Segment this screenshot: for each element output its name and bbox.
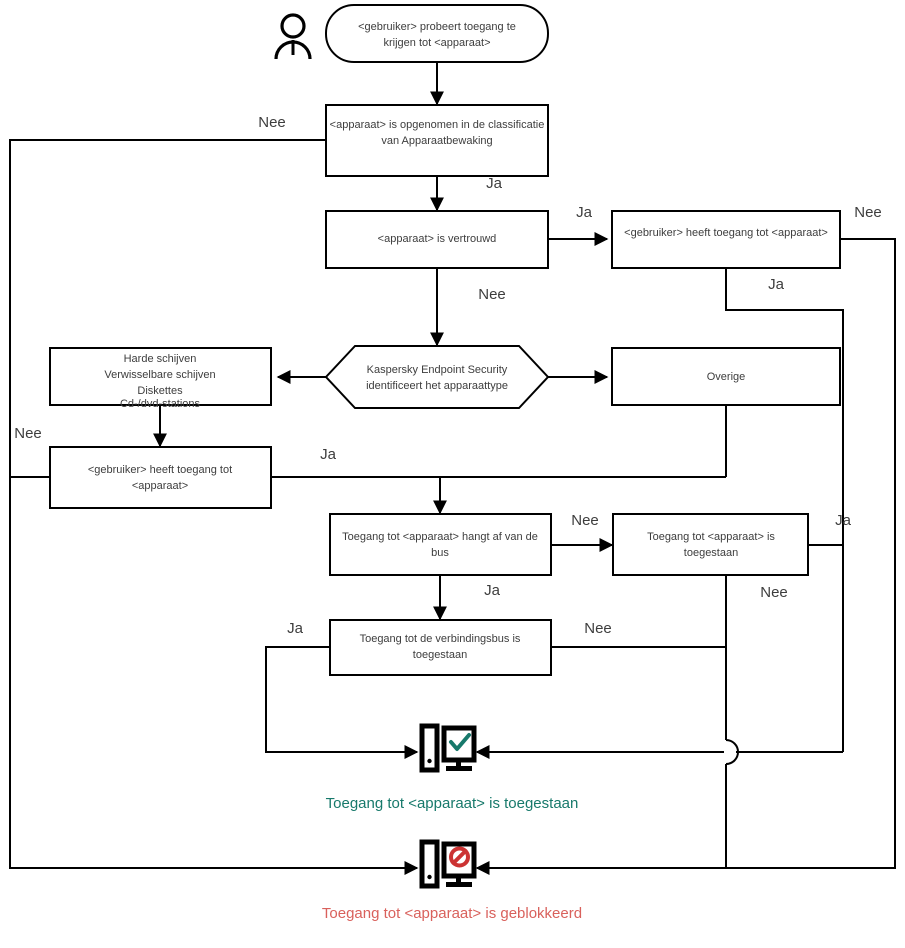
node-user-access-device-2: <gebruiker> heeft toegang tot <apparaat> — [49, 446, 272, 509]
node-depends-on-bus: Toegang tot <apparaat> hangt af van de b… — [329, 513, 552, 576]
node-depends-on-bus-line2: bus — [431, 547, 449, 559]
monitor-blocked-icon — [419, 839, 477, 889]
node-other-line1: Overige — [707, 371, 746, 383]
node-disk-types: Harde schijven Verwisselbare schijven Di… — [49, 347, 272, 410]
node-depends-on-bus-line1: Toegang tot <apparaat> hangt af van de — [342, 531, 538, 543]
label-access-allowed-no: Nee — [760, 584, 788, 601]
edge-user-access-yes — [725, 268, 844, 752]
node-classification-line2: van Apparaatbewaking — [381, 135, 492, 147]
node-access-allowed-line2: toegestaan — [684, 547, 738, 559]
edge-bus-allowed-yes — [265, 646, 419, 759]
edge-user-access-no — [475, 238, 896, 875]
node-disk-types-line2: Verwisselbare schijven — [104, 369, 215, 381]
gebruiker-icon — [274, 13, 312, 60]
node-user-access-device: <gebruiker> heeft toegang tot <apparaat> — [611, 210, 841, 269]
caption-allowed: Toegang tot <apparaat> is toegestaan — [326, 795, 579, 812]
edge-classification-no — [9, 139, 419, 875]
node-start-line1: <gebruiker> probeert toegang te — [358, 21, 516, 33]
monitor-check-icon — [419, 723, 477, 773]
label-depends-bus-no: Nee — [571, 512, 599, 529]
node-start: <gebruiker> probeert toegang te krijgen … — [325, 4, 549, 63]
node-start-line2: krijgen tot <apparaat> — [383, 37, 490, 49]
node-disk-types-line1: Harde schijven — [124, 353, 197, 365]
node-disk-types-line3: Diskettes — [137, 385, 183, 397]
node-classification: <apparaat> is opgenomen in de classifica… — [325, 104, 549, 177]
caption-blocked: Toegang tot <apparaat> is geblokkeerd — [322, 905, 582, 922]
label-user-access2-yes: Ja — [320, 446, 337, 463]
node-identify-type-line2: identificeert het apparaattype — [366, 380, 508, 392]
node-other: Overige — [611, 347, 841, 406]
node-bus-access-allowed-line2: toegestaan — [413, 649, 467, 661]
node-access-allowed-line1: Toegang tot <apparaat> is — [647, 531, 775, 543]
node-user-access-device-line1: <gebruiker> heeft toegang tot <apparaat> — [624, 227, 828, 239]
label-user-access-no: Nee — [854, 204, 882, 221]
node-trusted: <apparaat> is vertrouwd — [325, 210, 549, 269]
label-user-access-yes: Ja — [768, 276, 785, 293]
node-access-allowed: Toegang tot <apparaat> is toegestaan — [612, 513, 809, 576]
label-bus-allowed-yes: Ja — [287, 620, 304, 637]
label-user-access2-no: Nee — [14, 425, 42, 442]
edge-access-allowed-no-hop — [725, 739, 739, 765]
label-trusted-yes: Ja — [576, 204, 593, 221]
label-bus-allowed-no: Nee — [584, 620, 612, 637]
label-classification-no: Nee — [258, 114, 286, 131]
node-identify-type: Kaspersky Endpoint Security identificeer… — [324, 345, 550, 409]
label-classification-yes: Ja — [486, 175, 503, 192]
node-identify-type-line1: Kaspersky Endpoint Security — [367, 364, 508, 376]
node-disk-types-line4: Cd-/dvd-stations — [120, 398, 201, 410]
label-trusted-no: Nee — [478, 286, 506, 303]
node-classification-line1: <apparaat> is opgenomen in de classifica… — [330, 119, 545, 131]
connectors — [9, 62, 896, 875]
edge-labels: Nee Ja Ja Nee Nee Ja Nee Ja Nee Ja Ja Ne… — [14, 114, 882, 637]
node-user-access-device-2-line2: <apparaat> — [132, 480, 188, 492]
label-depends-bus-yes: Ja — [484, 582, 501, 599]
label-access-allowed-yes: Ja — [835, 512, 852, 529]
node-bus-access-allowed-line1: Toegang tot de verbindingsbus is — [360, 633, 521, 645]
node-user-access-device-2-line1: <gebruiker> heeft toegang tot — [88, 464, 232, 476]
node-bus-access-allowed: Toegang tot de verbindingsbus is toegest… — [329, 619, 552, 676]
node-trusted-line1: <apparaat> is vertrouwd — [378, 233, 497, 245]
